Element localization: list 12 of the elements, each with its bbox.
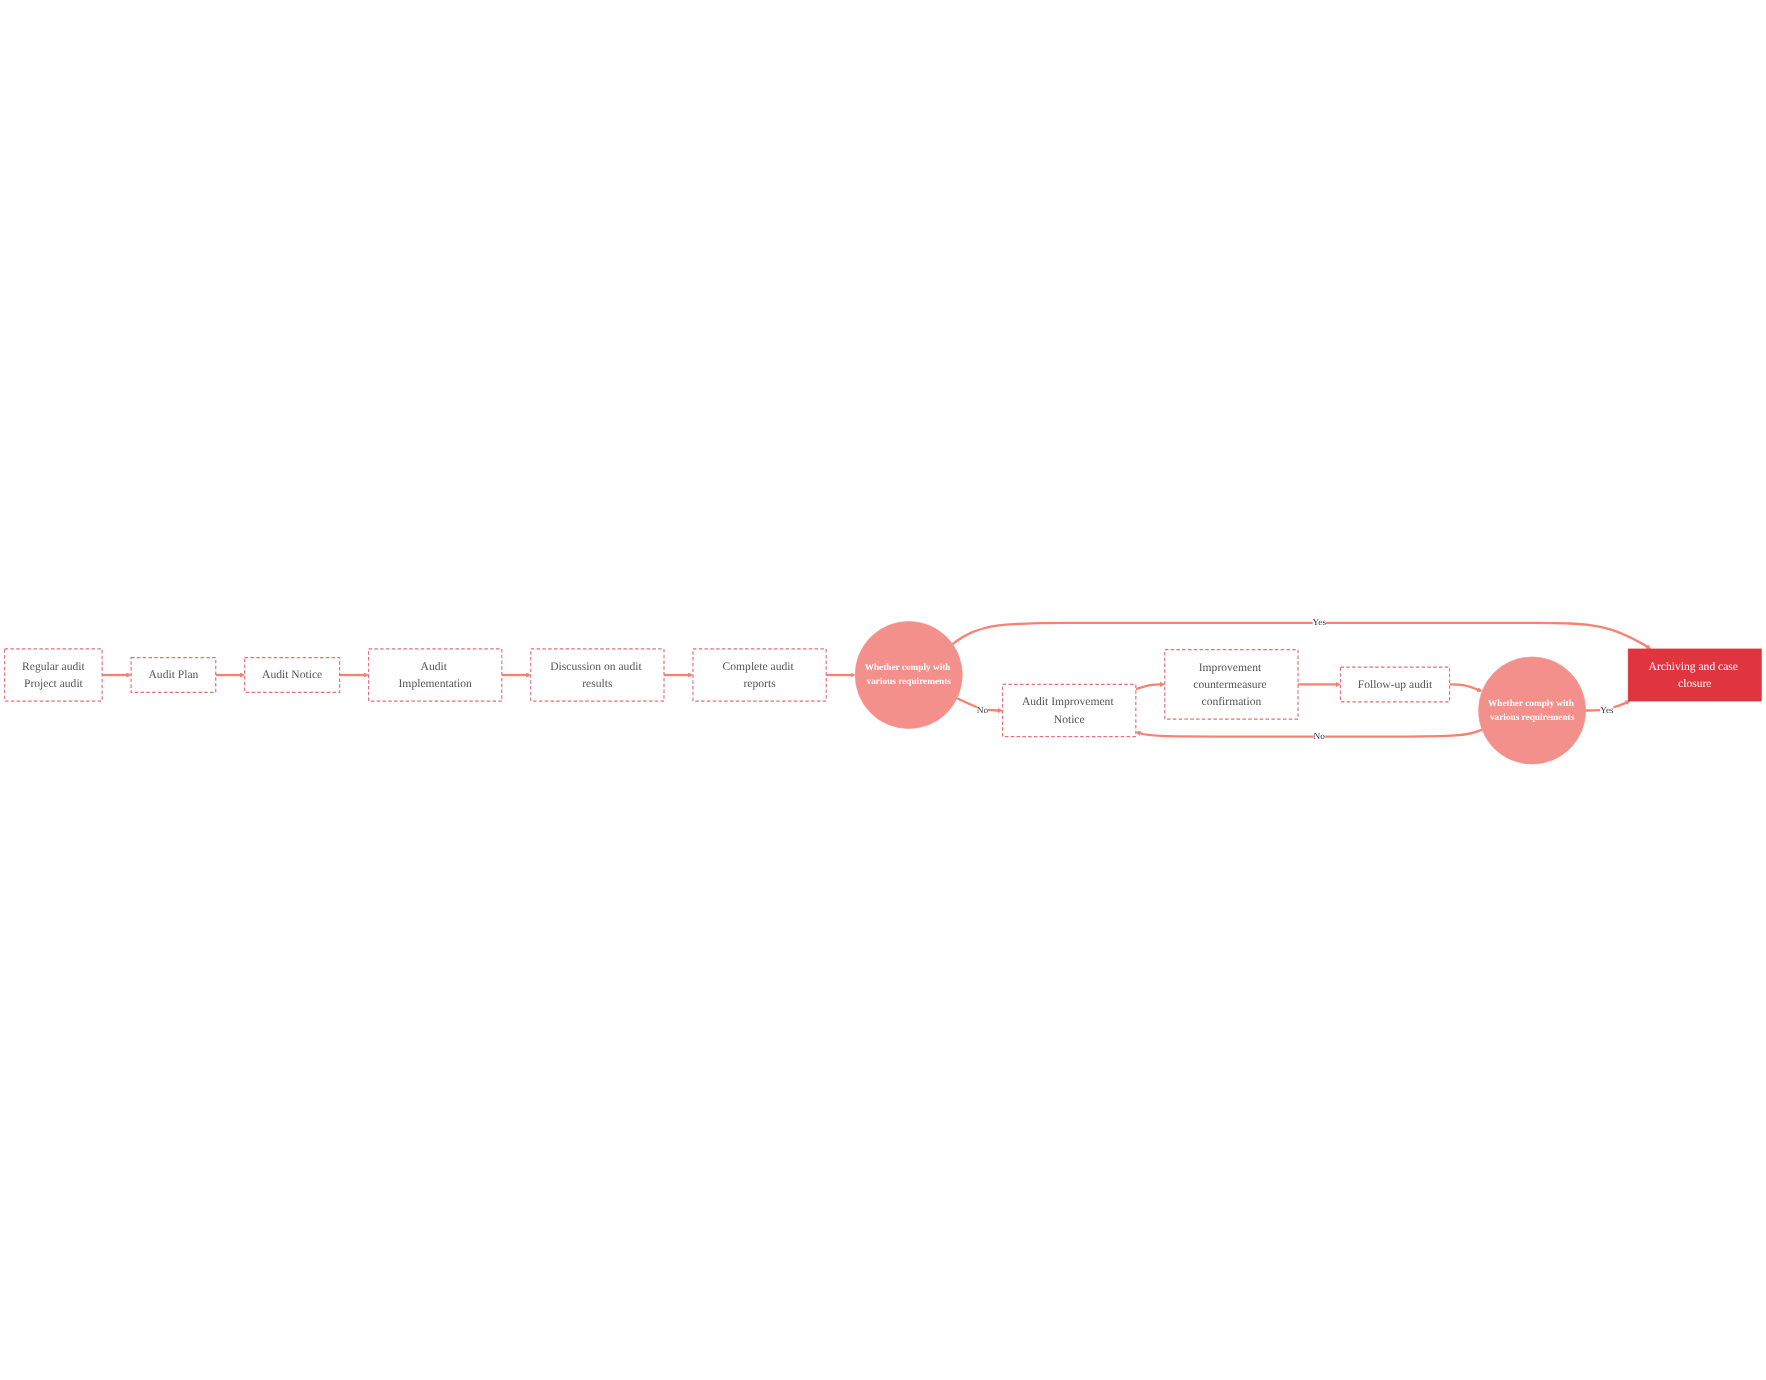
- arrow: [102, 672, 132, 678]
- arrow: [1449, 683, 1483, 693]
- arrow: [1135, 728, 1483, 738]
- arrow: [951, 621, 1652, 650]
- arrow: [1135, 681, 1166, 691]
- arrow: [956, 697, 1003, 714]
- arrow: [501, 672, 531, 678]
- arrow: [826, 672, 856, 678]
- arrow: [215, 672, 245, 678]
- arrow: [339, 672, 369, 678]
- arrow: [664, 672, 694, 678]
- arrow: [1298, 681, 1341, 687]
